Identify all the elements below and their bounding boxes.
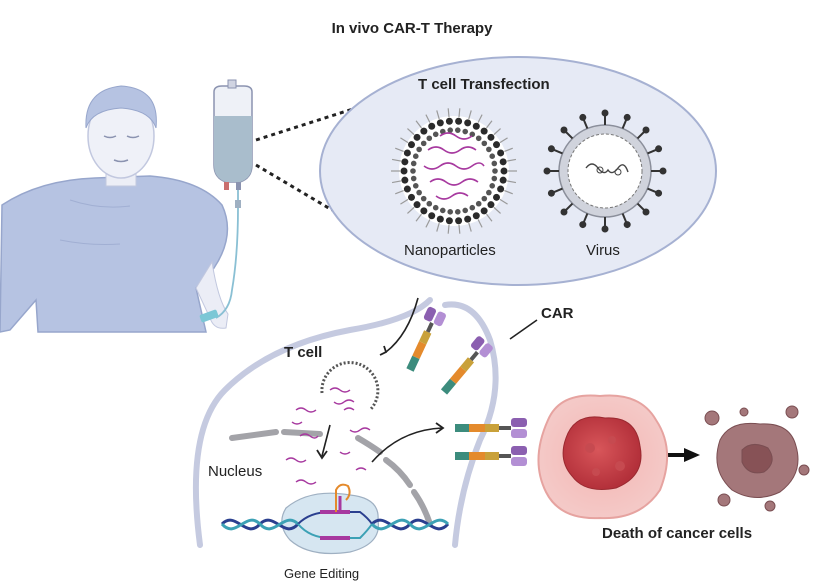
diagram-title: In vivo CAR-T Therapy (331, 20, 493, 37)
iv-bag (199, 79, 253, 323)
nucleus-label: Nucleus (208, 463, 263, 480)
patient-shirt (0, 175, 229, 333)
nanoparticle-illustration (391, 108, 517, 234)
nucleus-membrane (229, 429, 433, 527)
cancer-cell (537, 394, 669, 520)
car-pointer-line (509, 319, 538, 340)
virus-label: Virus (586, 242, 620, 259)
virus-illustration (543, 109, 667, 233)
process-arrows (316, 297, 445, 463)
patient-cap (85, 85, 157, 129)
patient-figure (0, 85, 229, 333)
zoom-connector-lines (255, 106, 357, 212)
car-receptor (440, 336, 493, 395)
car-receptor (406, 306, 446, 372)
car-receptor (455, 418, 527, 438)
nanoparticles-label: Nanoparticles (404, 242, 496, 259)
iv-line (215, 190, 239, 319)
dead-cancer-cell (704, 405, 810, 512)
internalized-nanoparticle (285, 361, 380, 485)
patient-arm (195, 260, 229, 329)
car-receptor (455, 446, 527, 466)
death-label: Death of cancer cells (602, 525, 753, 542)
gene-editing-complex (220, 483, 450, 555)
transfection-label: T cell Transfection (418, 76, 550, 93)
t-cell-label: T cell (284, 344, 323, 361)
car-label: CAR (541, 305, 574, 322)
car-receptors (406, 306, 527, 466)
t-cell-membrane (192, 297, 499, 548)
gene-editing-label: Gene Editing (284, 566, 360, 581)
transfection-ellipse (319, 56, 717, 286)
